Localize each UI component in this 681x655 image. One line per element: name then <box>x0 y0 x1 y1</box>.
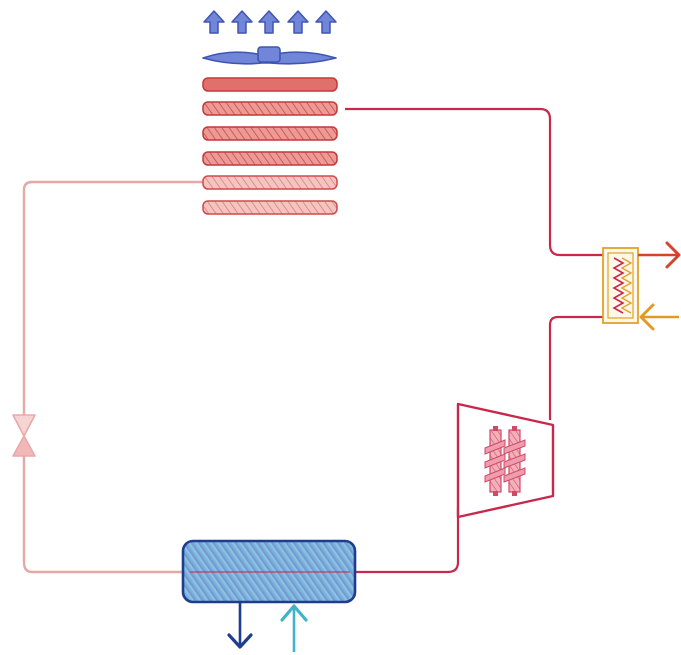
cold-pipe-valve-to-evaporator <box>22 455 250 574</box>
evaporator-tank-icon <box>181 539 357 604</box>
compressor-icon <box>456 402 555 519</box>
arrow-up-icon <box>287 10 309 34</box>
arrow-up-icon <box>280 604 308 652</box>
condenser-fin <box>202 101 338 116</box>
hot-pipe-hx-to-compressor <box>548 315 604 420</box>
expansion-valve-icon <box>12 414 36 457</box>
condenser-fin <box>202 126 338 141</box>
arrow-up-icon <box>258 10 280 34</box>
finned-coil-condenser-icon <box>202 77 338 215</box>
fan-icon <box>202 46 337 65</box>
condenser-fin <box>202 77 338 92</box>
hot-pipe-condenser-to-hx <box>345 107 604 257</box>
airflow-arrows <box>203 10 337 34</box>
arrow-up-icon <box>315 10 337 34</box>
pipes <box>22 107 604 574</box>
compressor-rotor <box>484 426 526 496</box>
cold-pipe-condenser-to-valve <box>22 180 203 415</box>
arrow-up-icon <box>203 10 225 34</box>
condenser-fin <box>202 151 338 166</box>
condenser-fin <box>202 175 338 190</box>
arrow-down-icon <box>227 603 253 649</box>
heat-exchanger-icon <box>602 247 639 324</box>
hx-inlet-arrow-icon <box>639 303 679 331</box>
arrow-up-icon <box>231 10 253 34</box>
condenser-fin <box>202 200 338 215</box>
hx-outlet-arrow-icon <box>638 241 681 269</box>
pipe-compressor-to-evaporator <box>250 508 460 574</box>
